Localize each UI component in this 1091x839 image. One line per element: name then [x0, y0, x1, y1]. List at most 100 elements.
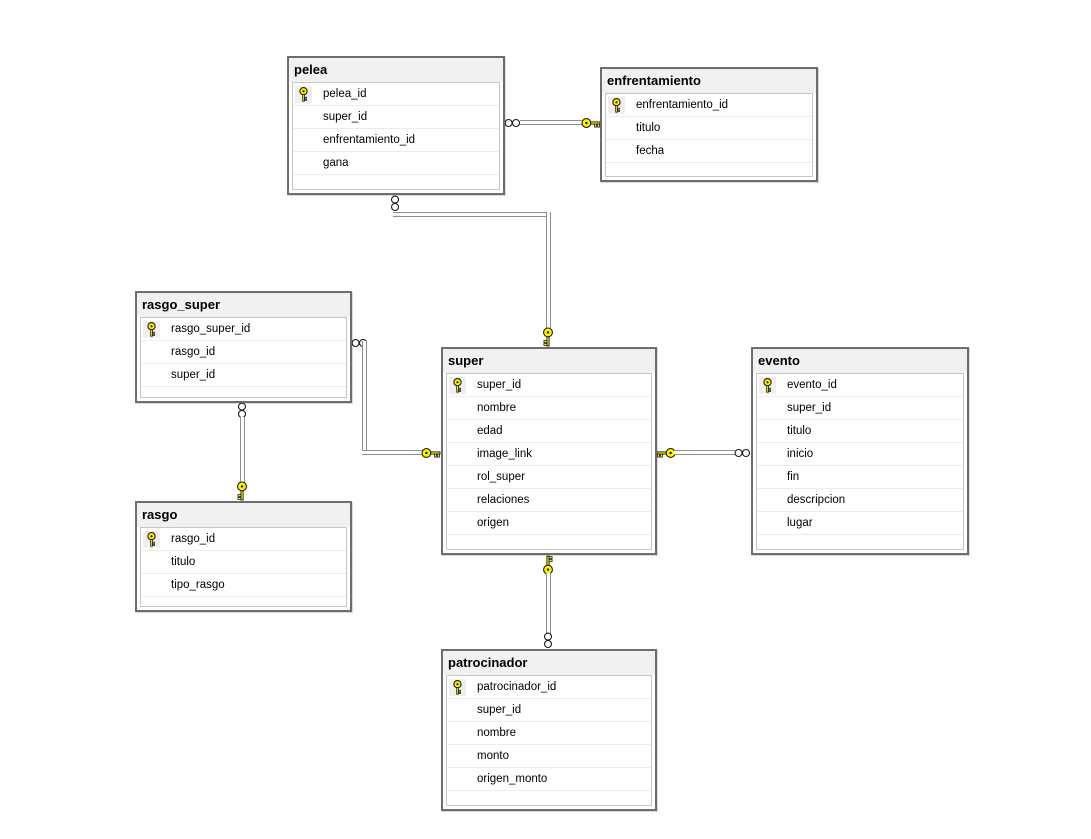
- field-row[interactable]: fecha: [606, 140, 812, 163]
- field-name: evento_id: [787, 379, 837, 391]
- table-title: enfrentamiento: [607, 73, 701, 88]
- empty-row: [447, 791, 651, 805]
- field-name: nombre: [477, 727, 516, 739]
- table-super[interactable]: super super_id nombre edad image_link ro…: [441, 347, 657, 555]
- relationship-line-segment: [520, 120, 582, 125]
- field-row[interactable]: nombre: [447, 397, 651, 420]
- empty-row: [447, 535, 651, 549]
- field-row[interactable]: edad: [447, 420, 651, 443]
- table-title-bar[interactable]: super: [443, 349, 655, 373]
- field-row[interactable]: super_id: [447, 374, 651, 397]
- field-name: titulo: [636, 122, 661, 134]
- field-grid: enfrentamiento_id titulo fecha: [605, 93, 813, 177]
- field-name: patrocinador_id: [477, 681, 557, 693]
- field-row[interactable]: gana: [293, 152, 499, 175]
- relationship-line-segment: [393, 212, 551, 217]
- field-row[interactable]: enfrentamiento_id: [293, 129, 499, 152]
- field-row[interactable]: descripcion: [757, 489, 963, 512]
- field-name: rasgo_id: [171, 533, 216, 545]
- pk-cell: [141, 530, 162, 548]
- table-title-bar[interactable]: rasgo: [137, 503, 350, 527]
- field-row[interactable]: super_id: [293, 106, 499, 129]
- field-name: fecha: [636, 145, 665, 157]
- field-row[interactable]: origen_monto: [447, 768, 651, 791]
- table-title-bar[interactable]: enfrentamiento: [602, 69, 816, 93]
- field-name: super_id: [477, 379, 522, 391]
- field-name: titulo: [171, 556, 196, 568]
- infinity-many-icon: [504, 118, 521, 128]
- key-one-icon: [421, 447, 441, 459]
- table-rasgo_super[interactable]: rasgo_super rasgo_super_id rasgo_id supe…: [135, 291, 352, 403]
- field-row[interactable]: titulo: [141, 551, 346, 574]
- relationship-line-segment: [362, 341, 367, 453]
- empty-row: [757, 535, 963, 549]
- field-name: super_id: [477, 704, 522, 716]
- pk-cell: [757, 376, 778, 394]
- table-title-bar[interactable]: rasgo_super: [137, 293, 350, 317]
- field-row[interactable]: lugar: [757, 512, 963, 535]
- field-row[interactable]: rasgo_id: [141, 528, 346, 551]
- field-row[interactable]: rol_super: [447, 466, 651, 489]
- field-name: monto: [477, 750, 509, 762]
- field-name: rol_super: [477, 471, 525, 483]
- field-row[interactable]: monto: [447, 745, 651, 768]
- infinity-many-icon: [390, 195, 400, 212]
- field-row[interactable]: rasgo_id: [141, 341, 346, 364]
- field-row[interactable]: relaciones: [447, 489, 651, 512]
- field-row[interactable]: titulo: [606, 117, 812, 140]
- field-name: tipo_rasgo: [171, 579, 225, 591]
- table-title-bar[interactable]: patrocinador: [443, 651, 655, 675]
- field-row[interactable]: super_id: [757, 397, 963, 420]
- table-title: evento: [758, 353, 800, 368]
- field-name: enfrentamiento_id: [636, 99, 729, 111]
- key-one-icon: [542, 327, 554, 347]
- field-row[interactable]: pelea_id: [293, 83, 499, 106]
- field-row[interactable]: super_id: [447, 699, 651, 722]
- field-name: nombre: [477, 402, 516, 414]
- field-row[interactable]: fin: [757, 466, 963, 489]
- table-patrocinador[interactable]: patrocinador patrocinador_id super_id no…: [441, 649, 657, 811]
- pk-cell: [447, 678, 468, 696]
- field-row[interactable]: nombre: [447, 722, 651, 745]
- field-grid: super_id nombre edad image_link rol_supe…: [446, 373, 652, 550]
- field-row[interactable]: evento_id: [757, 374, 963, 397]
- field-name: super_id: [787, 402, 832, 414]
- field-row[interactable]: origen: [447, 512, 651, 535]
- table-title-bar[interactable]: pelea: [289, 58, 503, 82]
- pk-cell: [606, 96, 627, 114]
- relationship-line-segment: [546, 212, 551, 328]
- field-name: super_id: [171, 369, 216, 381]
- table-rasgo[interactable]: rasgo rasgo_id titulo tipo_rasgo: [135, 501, 352, 612]
- field-row[interactable]: enfrentamiento_id: [606, 94, 812, 117]
- empty-row: [141, 387, 346, 397]
- relationship-line-segment: [240, 417, 245, 483]
- key-one-icon: [656, 447, 676, 459]
- field-row[interactable]: inicio: [757, 443, 963, 466]
- key-one-icon: [542, 555, 554, 575]
- table-evento[interactable]: evento evento_id super_id titulo inicio …: [751, 347, 969, 555]
- field-row[interactable]: patrocinador_id: [447, 676, 651, 699]
- field-name: rasgo_super_id: [171, 323, 251, 335]
- field-name: image_link: [477, 448, 532, 460]
- field-name: inicio: [787, 448, 814, 460]
- field-row[interactable]: image_link: [447, 443, 651, 466]
- field-row[interactable]: super_id: [141, 364, 346, 387]
- relationship-line-segment: [362, 450, 423, 455]
- field-name: titulo: [787, 425, 812, 437]
- field-row[interactable]: tipo_rasgo: [141, 574, 346, 597]
- field-name: gana: [323, 157, 349, 169]
- field-name: origen_monto: [477, 773, 548, 785]
- field-name: rasgo_id: [171, 346, 216, 358]
- table-title-bar[interactable]: evento: [753, 349, 967, 373]
- table-pelea[interactable]: pelea pelea_id super_id enfrentamiento_i…: [287, 56, 505, 195]
- table-title: rasgo: [142, 507, 178, 522]
- empty-row: [606, 163, 812, 176]
- field-name: edad: [477, 425, 503, 437]
- field-row[interactable]: rasgo_super_id: [141, 318, 346, 341]
- field-name: super_id: [323, 111, 368, 123]
- table-enfrentamiento[interactable]: enfrentamiento enfrentamiento_id titulo …: [600, 67, 818, 182]
- field-row[interactable]: titulo: [757, 420, 963, 443]
- field-grid: patrocinador_id super_id nombre monto or…: [446, 675, 652, 806]
- field-name: fin: [787, 471, 800, 483]
